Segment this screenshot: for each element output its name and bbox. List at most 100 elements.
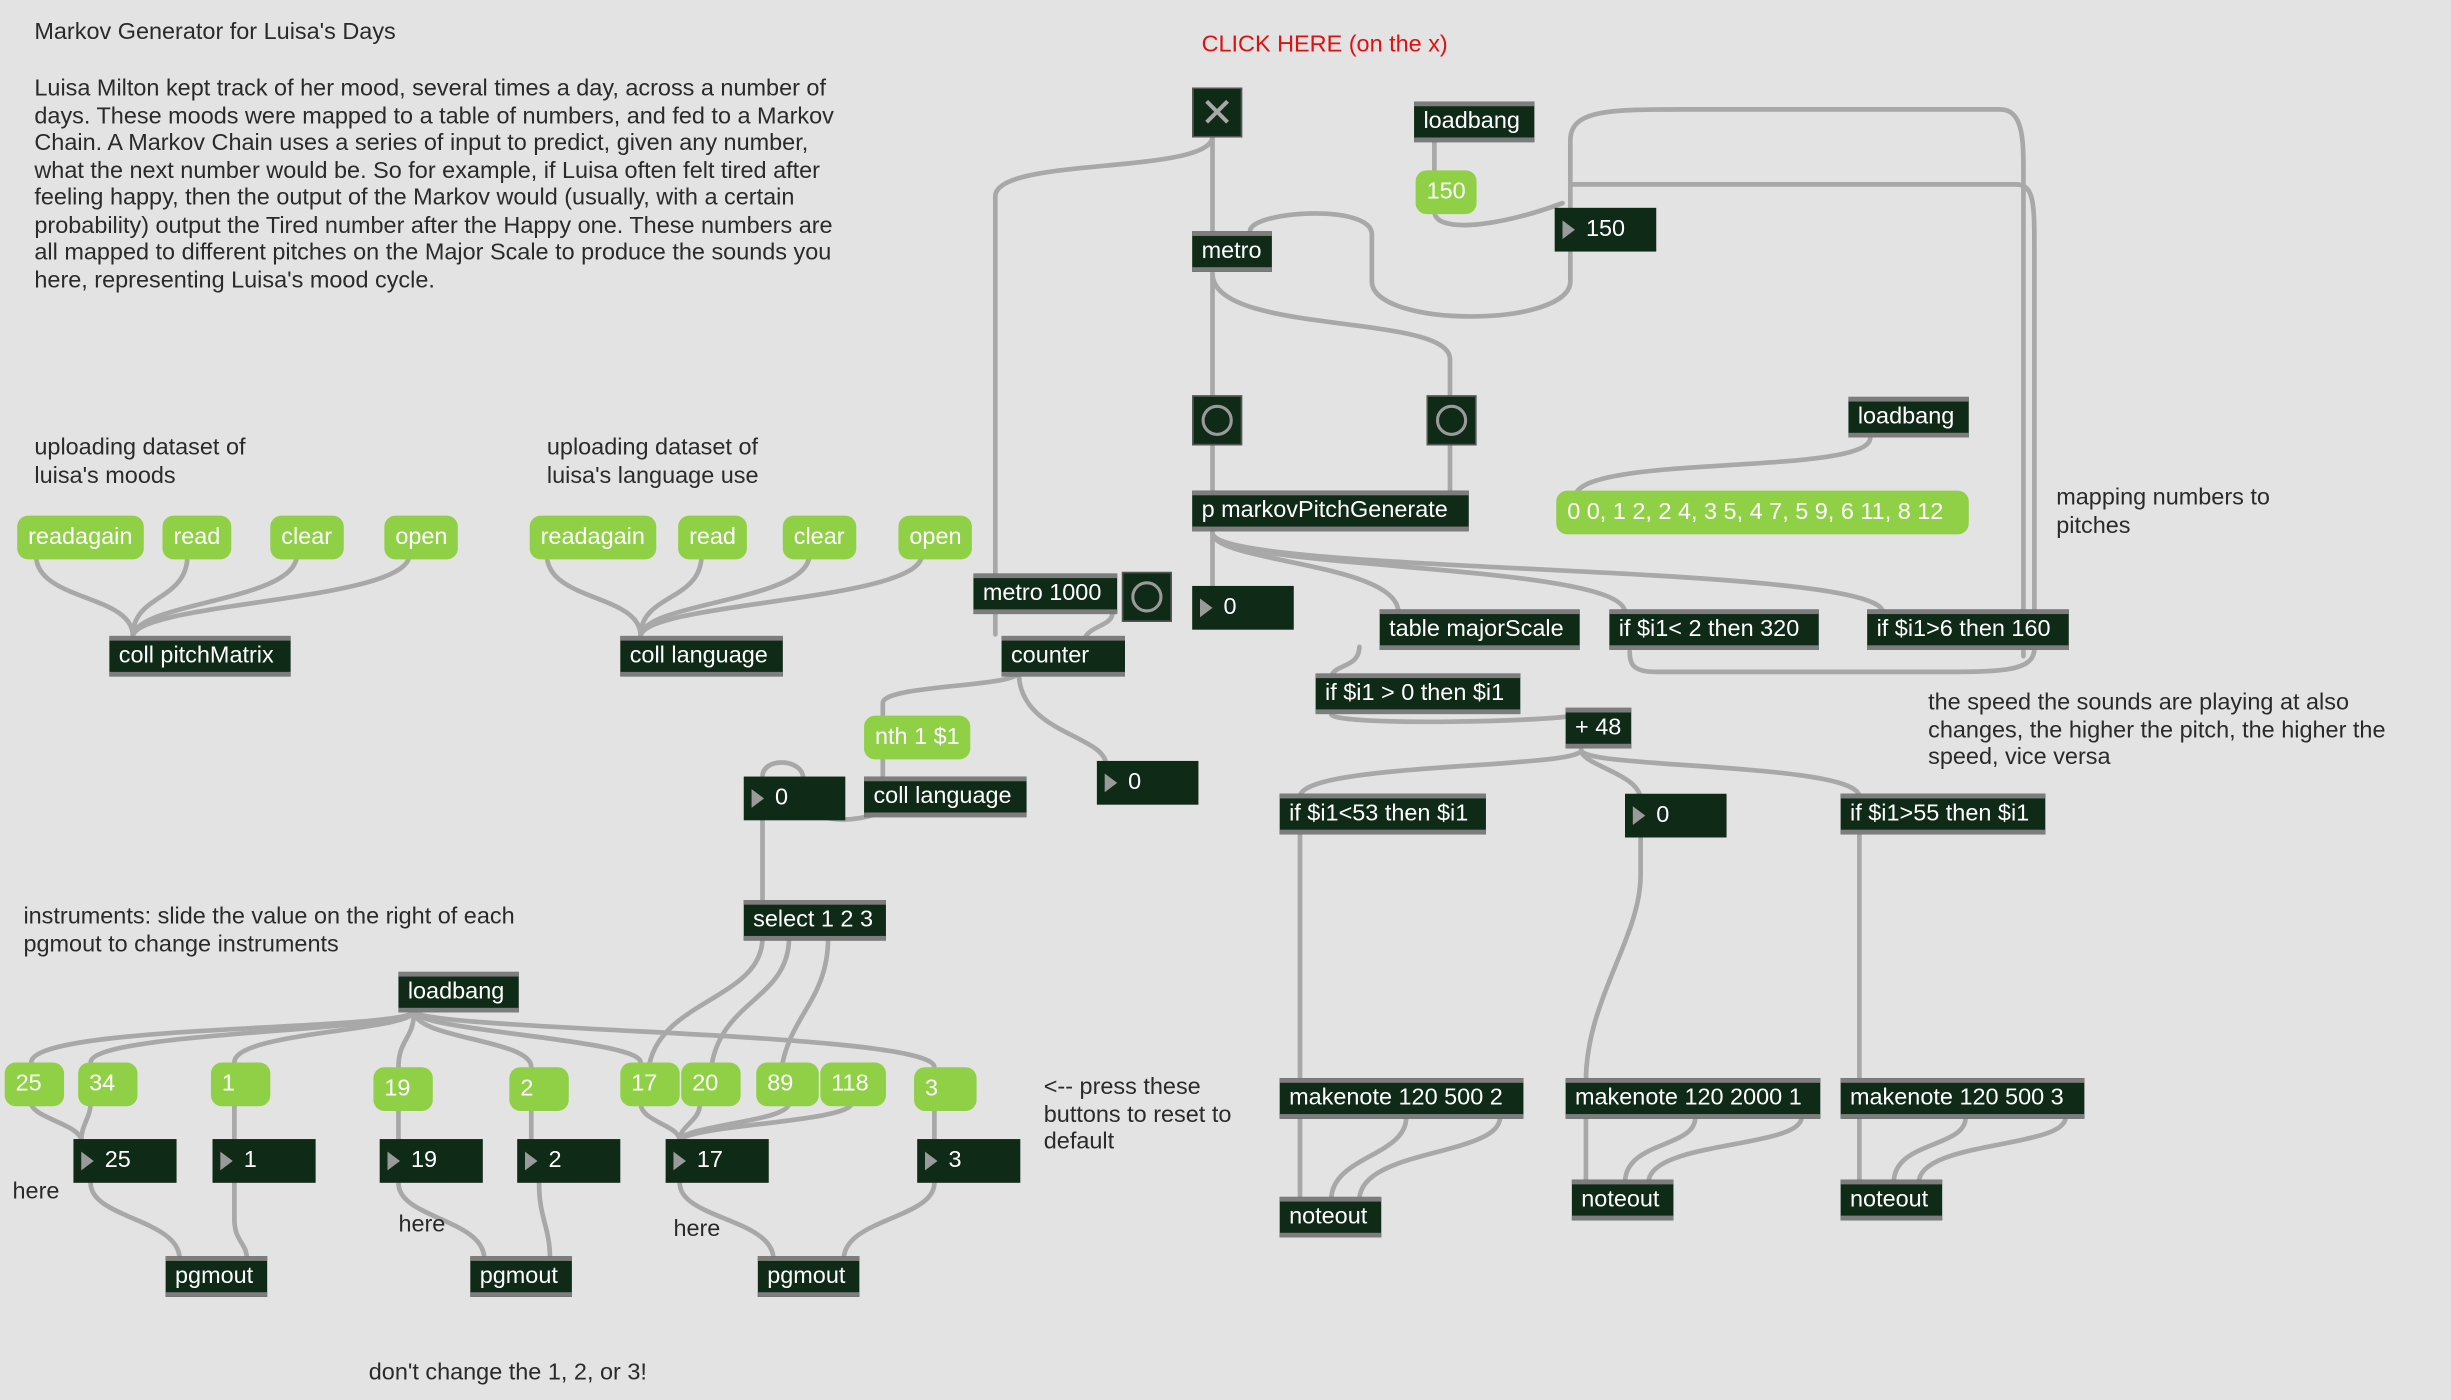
makenote-object-3[interactable]: makenote 120 500 3 [1840, 1078, 2085, 1119]
here-comment-1: here [12, 1178, 60, 1205]
noteout-object-2[interactable]: noteout [1571, 1179, 1674, 1221]
triangle-icon [1632, 806, 1646, 825]
bang-circle-icon [1201, 404, 1233, 436]
number-box-speed[interactable]: 150 [1554, 207, 1657, 252]
start-toggle[interactable]: ✕ [1192, 87, 1243, 138]
readagain-button-2[interactable]: readagain [529, 515, 656, 560]
number-box-plus[interactable]: 0 [1625, 793, 1727, 838]
metro-object[interactable]: metro [1192, 231, 1272, 272]
program-2-message[interactable]: 2 [509, 1067, 569, 1111]
number-box-instrument-2[interactable]: 2 [517, 1139, 621, 1183]
program-20-message[interactable]: 20 [681, 1062, 741, 1107]
coll-pitch-matrix-object[interactable]: coll pitchMatrix [109, 635, 291, 677]
if-greater-than-6-object[interactable]: if $i1>6 then 160 [1867, 609, 2069, 650]
upload-language-comment: uploading dataset of luisa's language us… [546, 434, 759, 489]
makenote-object-2[interactable]: makenote 120 2000 1 [1565, 1078, 1821, 1119]
if-greater-than-55-object[interactable]: if $i1>55 then $i1 [1840, 793, 2046, 835]
bang-circle-icon [1435, 404, 1468, 436]
number-value: 150 [1585, 215, 1626, 243]
clear-button-1[interactable]: clear [270, 515, 343, 560]
mapping-comment: mapping numbers to pitches [2056, 484, 2270, 539]
number-box-instrument-3[interactable]: 3 [917, 1139, 1021, 1183]
noteout-object-1[interactable]: noteout [1279, 1196, 1382, 1238]
description-comment: Luisa Milton kept track of her mood, sev… [34, 75, 834, 293]
read-button-1[interactable]: read [162, 515, 232, 560]
number-value: 19 [410, 1146, 438, 1174]
here-comment-3: here [673, 1215, 721, 1243]
number-box-instrument-19[interactable]: 19 [379, 1139, 483, 1183]
markov-pitch-generate-object[interactable]: p markovPitchGenerate [1192, 490, 1469, 532]
x-icon: ✕ [1200, 89, 1235, 136]
loadbang-object-mid[interactable]: loadbang [1848, 396, 1969, 438]
dont-change-comment: don't change the 1, 2, or 3! [368, 1359, 647, 1386]
instruments-comment: instruments: slide the value on the righ… [23, 903, 515, 958]
number-box-markov[interactable]: 0 [1192, 585, 1294, 630]
program-25-message[interactable]: 25 [4, 1062, 65, 1107]
program-89-message[interactable]: 89 [756, 1062, 819, 1107]
number-value: 3 [948, 1146, 962, 1174]
if-greater-than-0-object[interactable]: if $i1 > 0 then $i1 [1315, 673, 1521, 715]
pgmout-object-1[interactable]: pgmout [165, 1256, 268, 1297]
triangle-icon [673, 1151, 686, 1171]
coll-language-object-2[interactable]: coll language [864, 776, 1027, 818]
here-comment-2: here [398, 1210, 446, 1238]
program-3-message[interactable]: 3 [914, 1067, 977, 1111]
loadbang-object-top[interactable]: loadbang [1414, 101, 1535, 143]
open-button-2[interactable]: open [898, 515, 973, 560]
number-value: 0 [775, 784, 789, 811]
number-value: 2 [548, 1146, 562, 1174]
bang-circle-icon [1131, 581, 1163, 613]
program-118-message[interactable]: 118 [820, 1062, 886, 1107]
pgmout-object-3[interactable]: pgmout [757, 1256, 860, 1297]
title-comment: Markov Generator for Luisa's Days [34, 18, 396, 46]
message-150[interactable]: 150 [1415, 170, 1477, 215]
metro-1000-object[interactable]: metro 1000 [973, 573, 1118, 615]
program-17-message[interactable]: 17 [620, 1062, 680, 1107]
counter-object[interactable]: counter [1001, 635, 1125, 677]
bang-button-2[interactable] [1426, 395, 1477, 446]
program-1-message[interactable]: 1 [210, 1062, 271, 1107]
read-button-2[interactable]: read [678, 515, 747, 560]
coll-language-object[interactable]: coll language [620, 635, 783, 677]
triangle-icon [387, 1151, 400, 1171]
number-box-instrument-1[interactable]: 1 [212, 1139, 316, 1183]
triangle-icon [1562, 220, 1575, 240]
readagain-button-1[interactable]: readagain [17, 515, 144, 560]
table-major-scale-object[interactable]: table majorScale [1379, 609, 1580, 650]
select-object[interactable]: select 1 2 3 [743, 900, 886, 941]
mapping-list-message[interactable]: 0 0, 1 2, 2 4, 3 5, 4 7, 5 9, 6 11, 8 12 [1556, 490, 1969, 535]
press-reset-comment: <-- press these buttons to reset to defa… [1043, 1073, 1232, 1155]
noteout-object-3[interactable]: noteout [1840, 1179, 1943, 1221]
open-button-1[interactable]: open [384, 515, 459, 560]
click-here-comment: CLICK HERE (on the x) [1201, 31, 1448, 58]
number-box-counter[interactable]: 0 [1096, 760, 1199, 805]
loadbang-object-bottom[interactable]: loadbang [398, 971, 519, 1013]
triangle-icon [220, 1151, 233, 1171]
triangle-icon [925, 1151, 938, 1171]
plus-48-object[interactable]: + 48 [1565, 707, 1632, 749]
number-box-instrument-25[interactable]: 25 [73, 1139, 177, 1183]
pgmout-object-2[interactable]: pgmout [470, 1256, 572, 1297]
triangle-icon [81, 1151, 94, 1171]
bang-button-1[interactable] [1192, 395, 1243, 446]
triangle-icon [1104, 773, 1118, 793]
triangle-icon [1200, 598, 1213, 618]
number-box-instrument-17[interactable]: 17 [665, 1139, 769, 1183]
upload-moods-comment: uploading dataset of luisa's moods [34, 434, 246, 489]
if-less-than-2-object[interactable]: if $i1< 2 then 320 [1609, 609, 1819, 650]
speed-comment: the speed the sounds are playing at also… [1928, 689, 2386, 771]
program-19-message[interactable]: 19 [373, 1067, 433, 1111]
number-value: 17 [696, 1146, 723, 1174]
number-box-select[interactable]: 0 [743, 776, 846, 821]
makenote-object-1[interactable]: makenote 120 500 2 [1279, 1078, 1524, 1119]
number-value: 0 [1223, 593, 1237, 621]
bang-button-3[interactable] [1121, 571, 1172, 622]
nth-message[interactable]: nth 1 $1 [864, 715, 971, 760]
triangle-icon [751, 789, 765, 808]
clear-button-2[interactable]: clear [782, 515, 856, 560]
if-less-than-53-object[interactable]: if $i1<53 then $i1 [1279, 793, 1486, 835]
number-value: 0 [1128, 768, 1142, 796]
program-34-message[interactable]: 34 [78, 1062, 138, 1107]
